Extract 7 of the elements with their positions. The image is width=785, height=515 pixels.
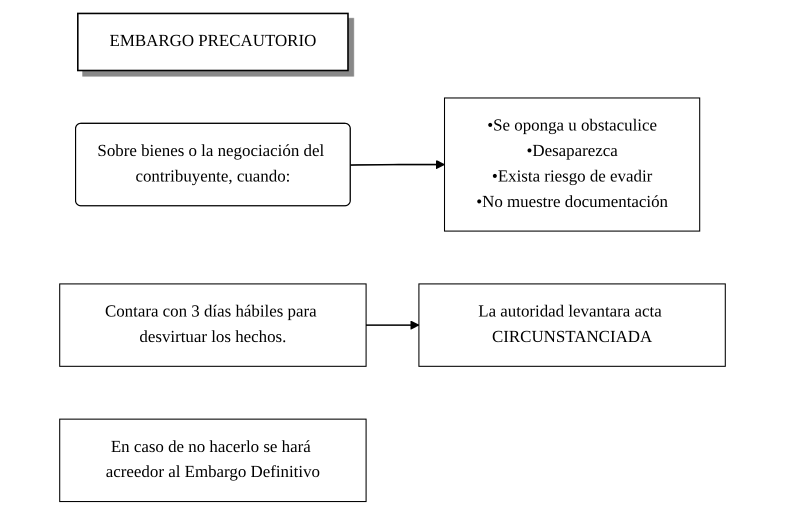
node-box: La autoridad levantara acta CIRCUNSTANCIADA	[418, 283, 726, 367]
arrow	[350, 160, 445, 170]
node-box: EMBARGO PRECAUTORIO	[77, 12, 349, 72]
arrow	[366, 320, 420, 330]
node-box: •Se oponga u obstaculice •Desaparezca •Exista riesgo de evadir •No muestre documentación	[444, 97, 700, 232]
node-box: Contara con 3 días hábiles para desvirtuar los hechos.	[59, 283, 367, 367]
node-box: En caso de no hacerlo se hará acreedor al Embargo Definitivo	[59, 418, 367, 502]
